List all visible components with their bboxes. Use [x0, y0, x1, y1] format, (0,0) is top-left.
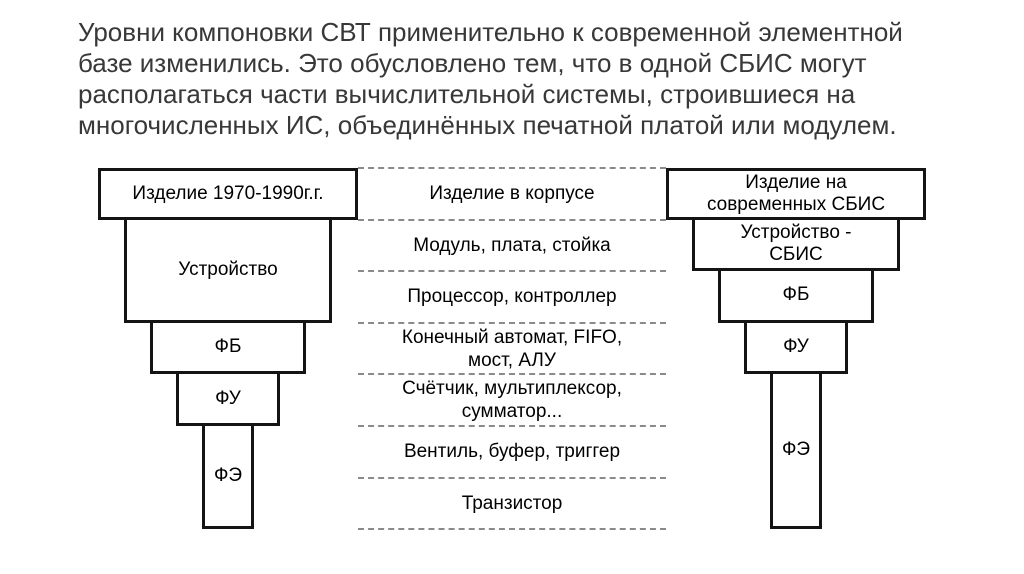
level-divider-line: [358, 270, 666, 273]
level-divider-line: [358, 476, 666, 479]
left-pyramid-box-2: Устройство: [124, 216, 332, 323]
left-pyramid-box-1: Изделие 1970-1990г.г.: [98, 168, 358, 220]
level-label: Изделие в корпусе: [429, 183, 595, 205]
left-pyramid-box-3: ФБ: [150, 319, 306, 375]
right-pyramid-box-1: Изделие на современных СБИС: [666, 168, 926, 220]
right-pyramid-box-3: ФБ: [718, 268, 874, 323]
level-divider-line: [358, 373, 666, 376]
level-label: Транзистор: [461, 492, 563, 514]
right-pyramid-box-2: Устройство - СБИС: [692, 216, 900, 272]
level-label: Процессор, контроллер: [407, 286, 617, 308]
level-divider-line: [358, 425, 666, 427]
level-label: Модуль, плата, стойка: [413, 234, 611, 256]
level-divider-line: [358, 218, 666, 221]
left-pyramid-box-4: ФУ: [176, 371, 280, 426]
right-pyramid-box-4: ФУ: [744, 319, 848, 375]
right-pyramid-box-5: ФЭ: [770, 371, 822, 530]
level-label: Конечный автомат, FIFO, мост, АЛУ: [401, 326, 623, 371]
slide-title: Уровни компоновки СВТ применительно к со…: [78, 17, 903, 140]
level-divider-line: [358, 321, 666, 324]
level-label: Вентиль, буфер, триггер: [403, 441, 621, 463]
left-pyramid-box-5: ФЭ: [202, 423, 254, 530]
level-label: Счётчик, мультиплексор, сумматор...: [402, 378, 622, 423]
level-divider-line: [358, 167, 666, 169]
level-divider-line: [358, 528, 666, 531]
